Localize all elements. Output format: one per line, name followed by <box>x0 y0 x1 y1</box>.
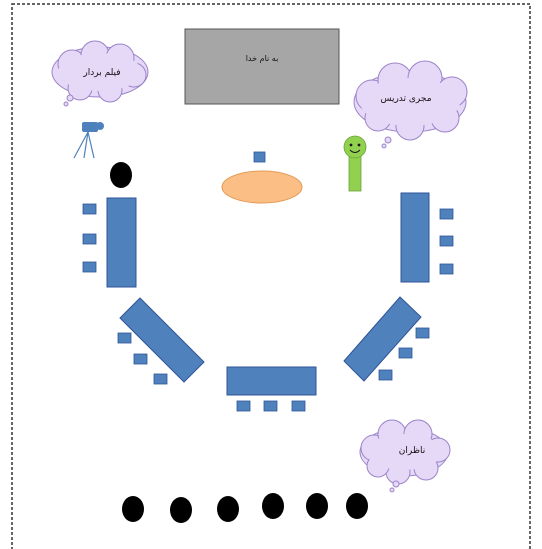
observer-seat-5 <box>306 493 328 519</box>
smiley-figure-icon <box>343 135 367 192</box>
table-right <box>400 192 430 283</box>
chair-bottom-3 <box>291 400 306 412</box>
observer-seat-4 <box>262 493 284 519</box>
chair-lower-right-1 <box>415 327 430 339</box>
observer-seat-3 <box>217 496 239 522</box>
chair-lower-right-3 <box>378 369 393 381</box>
board-label: به نام خدا <box>246 54 279 63</box>
cloud-presenter: مجری تدریس <box>353 60 468 149</box>
table-bottom <box>226 366 317 396</box>
page-frame <box>11 3 531 549</box>
cloud-camera-operator-label: فیلم بردار <box>82 68 120 78</box>
table-lower-left <box>119 297 205 383</box>
chair-left-2 <box>82 233 97 245</box>
chair-lower-right-2 <box>398 347 413 359</box>
cloud-presenter-label: مجری تدریس <box>380 94 431 104</box>
chair-left-3 <box>82 261 97 273</box>
camera-icon <box>73 122 104 159</box>
chair-bottom-1 <box>236 400 251 412</box>
board-rect <box>184 28 340 105</box>
chair-lower-left-3 <box>153 373 168 385</box>
observer-seat-1 <box>122 496 144 522</box>
observer-seat-2 <box>170 497 192 523</box>
table-left <box>106 197 137 288</box>
chair-bottom-2 <box>263 400 278 412</box>
chair-right-2 <box>439 235 454 247</box>
chair-right-1 <box>439 208 454 220</box>
cloud-camera-operator: فیلم بردار <box>51 40 149 107</box>
observer-seat-6 <box>346 493 368 519</box>
cloud-observers: ناظران <box>359 419 451 493</box>
chair-lower-left-1 <box>117 332 132 344</box>
chair-presenter <box>253 151 266 163</box>
seat-camera-side <box>110 162 132 188</box>
chair-left-1 <box>82 203 97 215</box>
chair-right-3 <box>439 263 454 275</box>
table-lower-right <box>343 296 422 382</box>
cloud-observers-label: ناظران <box>399 446 426 456</box>
whiteboard: به نام خدا <box>184 28 340 105</box>
presenter-oval-table <box>221 170 303 204</box>
chair-lower-left-2 <box>133 353 148 365</box>
